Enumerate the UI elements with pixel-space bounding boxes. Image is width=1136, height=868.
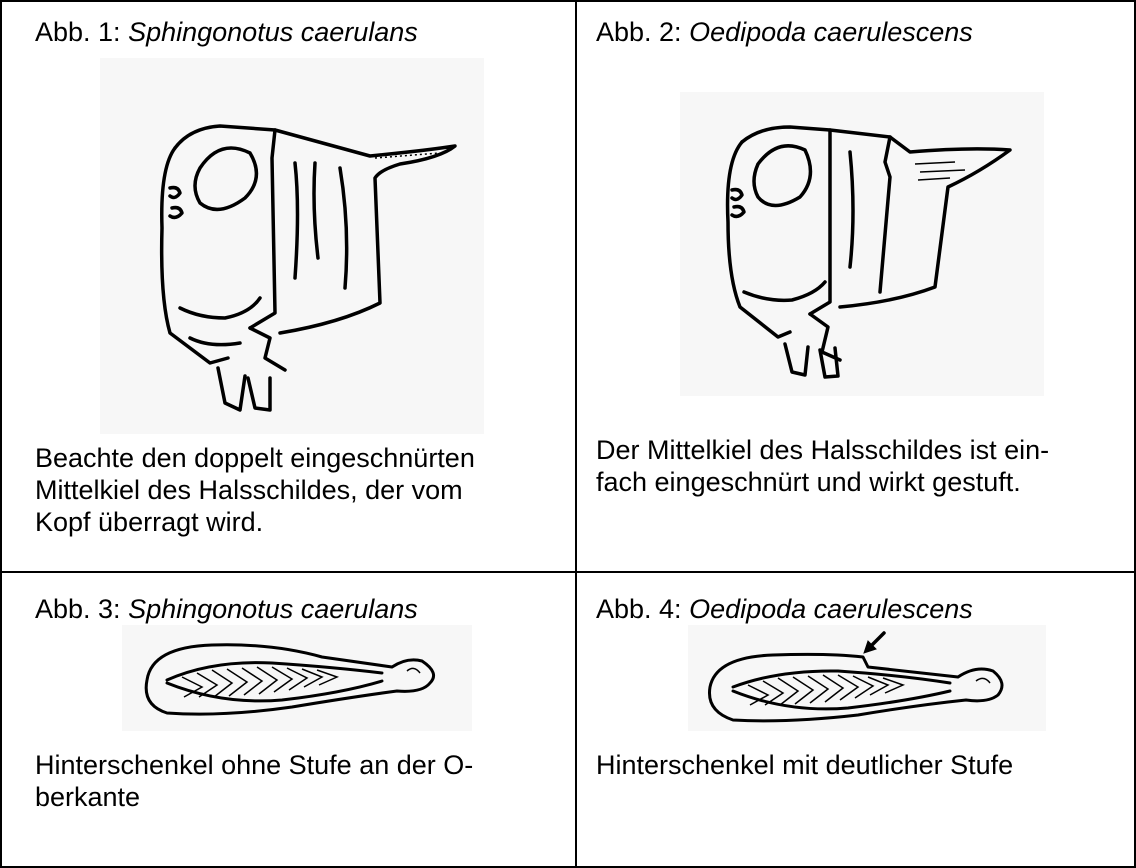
species-name: Sphingonotus caerulans [128, 594, 418, 624]
figure-description: Hinterschenkel mit deutlicher Stufe [596, 749, 1013, 781]
figure-description: Beachte den doppelt eingeschnürten Mitte… [35, 442, 475, 538]
pronotum-illustration [100, 58, 484, 434]
figure-description: Hinterschenkel ohne Stufe an der O- berk… [35, 749, 473, 813]
species-name: Oedipoda caerulescens [689, 594, 973, 624]
description-line: Der Mittelkiel des Halsschildes ist ein- [596, 434, 1049, 466]
description-line: fach eingeschnürt und wirkt gestuft. [596, 466, 1049, 498]
description-line: Kopf überragt wird. [35, 506, 475, 538]
pronotum-drawing [680, 92, 1044, 396]
hind-femur-drawing [122, 625, 472, 731]
hind-femur-illustration [122, 625, 472, 731]
hind-femur-illustration [688, 625, 1046, 731]
figure-description: Der Mittelkiel des Halsschildes ist ein-… [596, 434, 1049, 498]
hind-femur-drawing [688, 625, 1046, 731]
description-line: Beachte den doppelt eingeschnürten [35, 442, 475, 474]
cell-fig-4: Abb. 4: Oedipoda caerulescens [577, 573, 1134, 866]
pronotum-illustration [680, 92, 1044, 396]
pronotum-drawing [100, 58, 484, 434]
description-line: Hinterschenkel mit deutlicher Stufe [596, 749, 1013, 781]
cell-fig-1: Abb. 1: Sphingonotus caerulans [2, 2, 575, 571]
figure-number: Abb. 1: [35, 17, 128, 47]
figure-caption: Abb. 1: Sphingonotus caerulans [35, 16, 418, 48]
figure-caption: Abb. 3: Sphingonotus caerulans [35, 593, 418, 625]
cell-fig-2: Abb. 2: Oedipoda caerulescens [577, 2, 1134, 571]
figure-caption: Abb. 2: Oedipoda caerulescens [596, 16, 973, 48]
figure-caption: Abb. 4: Oedipoda caerulescens [596, 593, 973, 625]
description-line: Mittelkiel des Halsschildes, der vom [35, 474, 475, 506]
species-name: Oedipoda caerulescens [689, 17, 973, 47]
figure-number: Abb. 4: [596, 594, 689, 624]
arrow-icon [864, 633, 884, 653]
species-name: Sphingonotus caerulans [128, 17, 418, 47]
cell-fig-3: Abb. 3: Sphingonotus caerulans [2, 573, 575, 866]
figure-number: Abb. 3: [35, 594, 128, 624]
description-line: Hinterschenkel ohne Stufe an der O- [35, 749, 473, 781]
description-line: berkante [35, 781, 473, 813]
figure-number: Abb. 2: [596, 17, 689, 47]
